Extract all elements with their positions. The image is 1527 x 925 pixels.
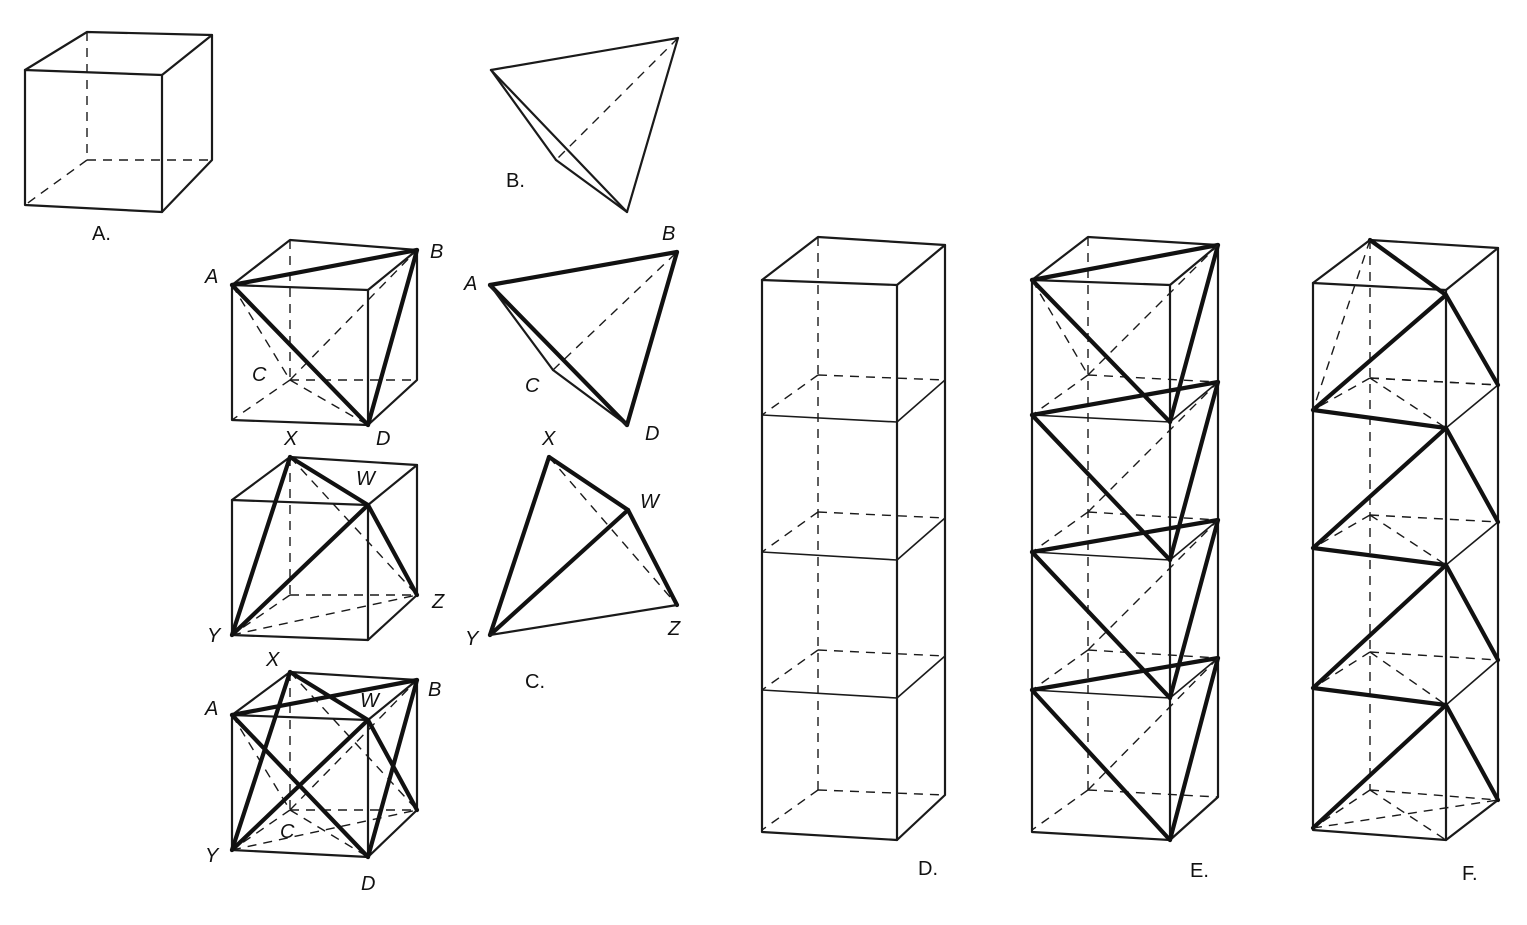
cube-with-tetrahedron-abcd (229, 238, 420, 428)
panel-e-label: E. (1190, 860, 1209, 882)
vertex-label-a-3: A (204, 698, 218, 720)
tetrahedron-wxyz (487, 454, 680, 638)
panel-c-label: C. (525, 671, 545, 693)
vertex-label-a: A (204, 266, 218, 288)
vertex-label-w: W (356, 468, 377, 490)
panel-d-cube-stack (760, 235, 947, 842)
vertex-label-w-2: W (640, 491, 661, 513)
vertex-label-c-2: C (525, 375, 540, 397)
vertex-label-c: C (252, 364, 267, 386)
vertex-label-x-2: X (541, 428, 556, 450)
panel-f-label: F. (1462, 863, 1478, 885)
cube-with-tetrahedron-wxyz (229, 454, 420, 642)
panel-b-tetrahedron (489, 36, 680, 214)
panel-a-label: A. (92, 223, 111, 245)
vertex-label-b-3: B (428, 679, 441, 701)
panel-a-cube (23, 30, 214, 214)
panel-b-label: B. (506, 170, 525, 192)
vertex-label-y-2: Y (465, 628, 480, 650)
vertex-label-w-3: W (360, 690, 381, 712)
tetrahedron-abcd (487, 249, 680, 428)
vertex-label-y: Y (207, 625, 222, 647)
vertex-label-d: D (376, 428, 390, 450)
vertex-label-x: X (283, 428, 298, 450)
vertex-label-z-2: Z (667, 618, 681, 640)
vertex-label-z: Z (431, 591, 445, 613)
vertex-label-d-3: D (361, 873, 375, 895)
vertex-label-b-2: B (662, 223, 675, 245)
panel-f-zigzag-stack (1310, 237, 1501, 842)
vertex-label-y-3: Y (205, 845, 220, 867)
panel-e-tetrahelix-stack (1029, 235, 1221, 843)
vertex-label-a-2: A (463, 273, 477, 295)
panel-d-label: D. (918, 858, 938, 880)
cube-with-two-tetrahedra (229, 669, 420, 860)
vertex-label-b: B (430, 241, 443, 263)
vertex-label-x-3: X (265, 649, 280, 671)
vertex-label-d-2: D (645, 423, 659, 445)
vertex-label-c-3: C (280, 821, 295, 843)
